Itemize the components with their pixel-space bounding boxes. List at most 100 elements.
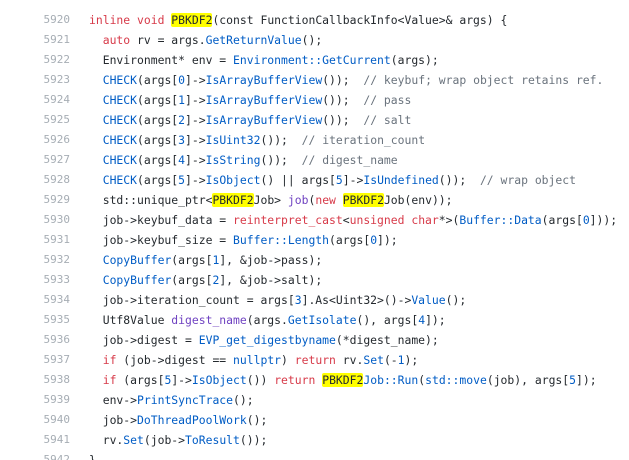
line-number[interactable]: 5924 xyxy=(43,93,71,106)
line-code: CHECK(args[1]->IsArrayBufferView()); // … xyxy=(89,90,629,110)
code-line: 5936 job->digest = EVP_get_digestbyname(… xyxy=(0,330,629,350)
code-token: (); xyxy=(233,393,254,407)
code-token: digest_name xyxy=(171,313,247,327)
code-token: Set xyxy=(363,353,384,367)
line-number[interactable]: 5938 xyxy=(43,373,71,386)
line-number[interactable]: 5928 xyxy=(43,173,71,186)
code-line: 5928 CHECK(args[5]->IsObject() || args[5… xyxy=(0,170,629,190)
code-token: 3 xyxy=(294,293,302,307)
line-number[interactable]: 5932 xyxy=(43,253,71,266)
line-code: env->PrintSyncTrace(); xyxy=(89,390,629,410)
line-code: CopyBuffer(args[1], &job->pass); xyxy=(89,250,629,270)
code-token: ].As<Uint32>()-> xyxy=(301,293,412,307)
code-token: IsUint32 xyxy=(205,133,261,147)
line-number[interactable]: 5935 xyxy=(43,313,71,326)
line-number[interactable]: 5930 xyxy=(43,213,71,226)
line-number[interactable]: 5925 xyxy=(43,113,71,126)
line-number[interactable]: 5933 xyxy=(43,273,71,286)
line-code: std::unique_ptr<PBKDF2Job> job(new PBKDF… xyxy=(89,190,629,210)
code-token xyxy=(89,73,103,87)
code-token: (args[ xyxy=(171,273,213,287)
code-token: ]-> xyxy=(185,93,206,107)
line-number[interactable]: 5941 xyxy=(43,433,71,446)
line-number[interactable]: 5934 xyxy=(43,293,71,306)
search-highlight: PBKDF2 xyxy=(171,13,213,27)
code-token: CopyBuffer xyxy=(102,253,172,267)
code-token: Job> xyxy=(253,193,288,207)
code-line: 5933 CopyBuffer(args[2], &job->salt); xyxy=(0,270,629,290)
code-token xyxy=(89,153,103,167)
line-number[interactable]: 5940 xyxy=(43,413,71,426)
line-code: job->DoThreadPoolWork(); xyxy=(89,410,629,430)
code-token: CopyBuffer xyxy=(102,273,172,287)
line-code: job->iteration_count = args[3].As<Uint32… xyxy=(89,290,629,310)
code-token: Job(env)); xyxy=(383,193,453,207)
code-token: std::unique_ptr< xyxy=(89,193,213,207)
code-line: 5942} xyxy=(0,450,629,460)
code-line: 5927 CHECK(args[4]->IsString()); // dige… xyxy=(0,150,629,170)
line-code: CHECK(args[4]->IsString()); // digest_na… xyxy=(89,150,629,170)
line-code: job->keybuf_size = Buffer::Length(args[0… xyxy=(89,230,629,250)
code-line: 5932 CopyBuffer(args[1], &job->pass); xyxy=(0,250,629,270)
code-token: 2 xyxy=(178,113,186,127)
code-token: ()); xyxy=(322,93,364,107)
code-token: 5 xyxy=(569,373,576,387)
line-number[interactable]: 5937 xyxy=(43,353,71,366)
line-code: CHECK(args[2]->IsArrayBufferView()); // … xyxy=(89,110,629,130)
code-line: 5939 env->PrintSyncTrace(); xyxy=(0,390,629,410)
code-token: // wrap object xyxy=(479,173,576,187)
code-token: ]); xyxy=(576,373,597,387)
code-line: 5929 std::unique_ptr<PBKDF2Job> job(new … xyxy=(0,190,629,210)
code-token: CHECK xyxy=(102,153,138,167)
code-token: (); xyxy=(246,413,268,427)
line-number[interactable]: 5931 xyxy=(43,233,71,246)
code-token xyxy=(89,273,103,287)
line-number[interactable]: 5922 xyxy=(43,53,71,66)
line-number[interactable]: 5929 xyxy=(43,193,71,206)
line-number[interactable]: 5936 xyxy=(43,333,71,346)
line-code: if (job->digest == nullptr) return rv.Se… xyxy=(89,350,629,370)
line-code: CHECK(args[5]->IsObject() || args[5]->Is… xyxy=(89,170,629,190)
code-token: ]-> xyxy=(185,113,206,127)
code-token: 1 xyxy=(178,93,186,107)
code-token: IsArrayBufferView xyxy=(205,93,323,107)
line-code: CopyBuffer(args[2], &job->salt); xyxy=(89,270,629,290)
line-code: job->keybuf_data = reinterpret_cast<unsi… xyxy=(89,210,629,230)
code-token: ); xyxy=(404,353,419,367)
code-token: ToResult xyxy=(185,433,240,447)
code-token: CHECK xyxy=(102,113,138,127)
line-number[interactable]: 5939 xyxy=(43,393,71,406)
code-token: (job->digest == xyxy=(116,353,234,367)
code-token: CHECK xyxy=(102,133,138,147)
code-token: ( xyxy=(308,193,316,207)
code-token: (*digest_name); xyxy=(335,333,439,347)
code-token: ()); xyxy=(322,113,364,127)
code-token: ()); xyxy=(438,173,480,187)
code-token xyxy=(89,113,103,127)
line-number[interactable]: 5942 xyxy=(43,453,71,460)
code-token: rv = args. xyxy=(130,33,206,47)
code-token: if xyxy=(102,353,117,367)
code-token xyxy=(89,253,103,267)
code-token: ()); xyxy=(239,433,268,447)
line-number[interactable]: 5926 xyxy=(43,133,71,146)
code-token: (args[ xyxy=(137,73,179,87)
line-number[interactable]: 5921 xyxy=(43,33,71,46)
code-token: ]); xyxy=(425,313,446,327)
line-code: Utf8Value digest_name(args.GetIsolate(),… xyxy=(89,310,629,330)
line-number[interactable]: 5927 xyxy=(43,153,71,166)
line-code: job->digest = EVP_get_digestbyname(*dige… xyxy=(89,330,629,350)
code-token: IsObject xyxy=(191,373,247,387)
code-token: (const FunctionCallbackInfo<Value>& args… xyxy=(212,13,508,27)
code-token: ]-> xyxy=(171,373,192,387)
code-token: DoThreadPoolWork xyxy=(137,413,247,427)
line-number[interactable]: 5923 xyxy=(43,73,71,86)
code-token xyxy=(89,173,103,187)
code-token: (args[ xyxy=(137,93,179,107)
code-token: Environment* env = xyxy=(89,53,234,67)
code-token: 5 xyxy=(164,373,172,387)
code-token: Environment::GetCurrent xyxy=(233,53,391,67)
code-token: IsArrayBufferView xyxy=(205,73,323,87)
code-token: 0 xyxy=(370,233,378,247)
line-number[interactable]: 5920 xyxy=(43,13,71,26)
